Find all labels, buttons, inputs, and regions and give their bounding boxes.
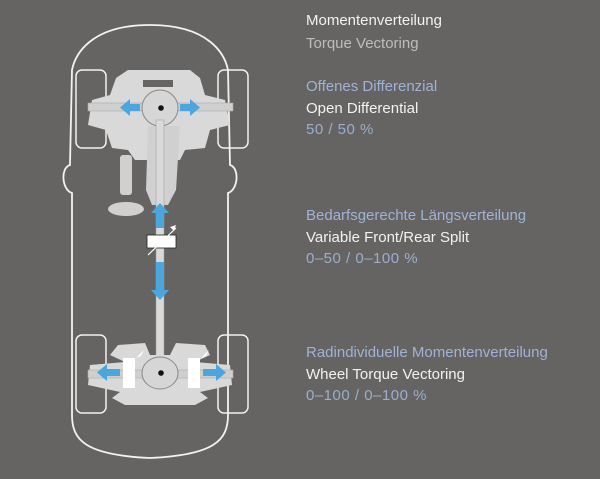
car-drivetrain-diagram	[62, 24, 249, 459]
section-wheel-tv-en: Wheel Torque Vectoring	[306, 366, 465, 383]
rear-left-clutch-icon	[123, 358, 135, 388]
torque-arrow-rear-icon	[151, 262, 169, 300]
torque-arrow-front-right-icon	[180, 99, 200, 116]
torque-arrow-rear-left-icon	[97, 364, 120, 381]
section-open-diff-en: Open Differential	[306, 100, 419, 117]
section-split-de: Bedarfsgerechte Längsverteilung	[306, 207, 527, 224]
torque-arrow-rear-right-icon	[203, 364, 226, 381]
torque-arrow-forward-icon	[151, 203, 169, 228]
title-en: Torque Vectoring	[306, 35, 419, 52]
torque-arrow-front-left-icon	[120, 99, 140, 116]
section-open-diff-de: Offenes Differenzial	[306, 78, 438, 95]
title-de: Momentenverteilung	[306, 12, 442, 29]
section-open-diff-value: 50 / 50 %	[306, 121, 374, 138]
rear-right-clutch-icon	[188, 358, 200, 388]
section-split-value: 0–50 / 0–100 %	[306, 250, 419, 267]
section-wheel-tv-value: 0–100 / 0–100 %	[306, 387, 427, 404]
section-wheel-tv-de: Radindividuelle Momentenverteilung	[306, 344, 548, 361]
section-split-en: Variable Front/Rear Split	[306, 229, 470, 246]
steering-wheel-icon	[108, 155, 144, 216]
